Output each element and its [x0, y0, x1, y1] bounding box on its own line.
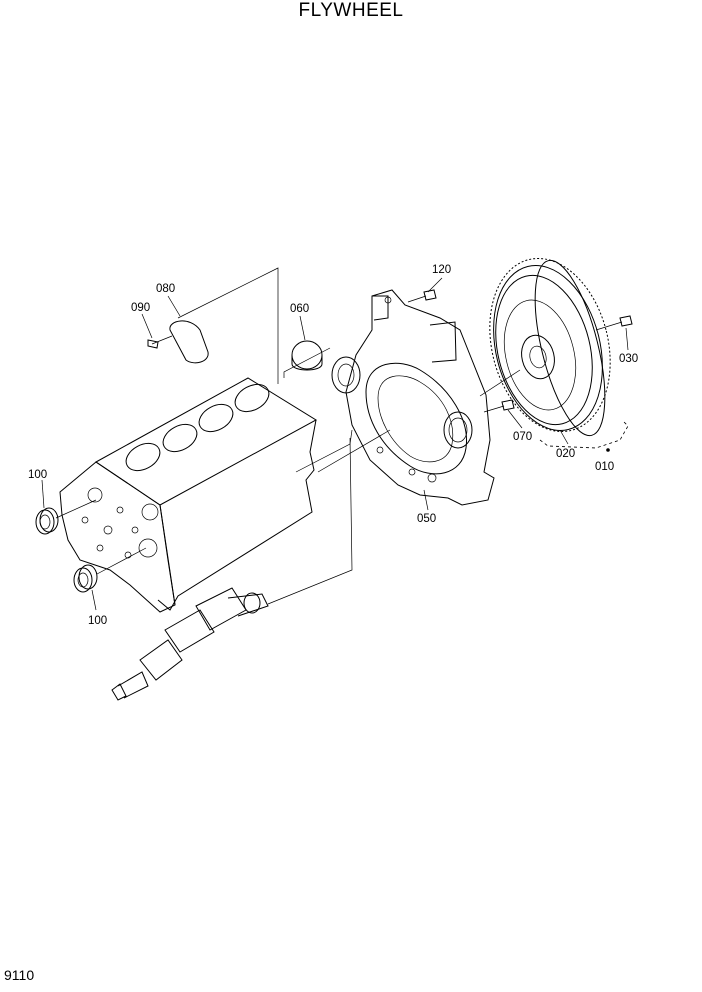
- page-title: FLYWHEEL: [298, 0, 404, 21]
- rear-seal: [73, 564, 98, 593]
- cover-bolt: [147, 335, 173, 349]
- top-housing-bolt: [407, 289, 437, 303]
- flywheel-housing: [331, 289, 495, 506]
- callout-100-rear: 100: [88, 615, 107, 627]
- callout-070: 070: [513, 431, 532, 443]
- callout-090: 090: [131, 302, 150, 314]
- flywheel: [489, 257, 611, 452]
- callout-leaders: [41, 277, 629, 611]
- callout-120: 120: [432, 264, 451, 276]
- callout-080: 080: [156, 283, 175, 295]
- flywheel-bolt: [595, 315, 633, 331]
- housing-bolt: [483, 399, 515, 413]
- callout-010: 010: [595, 461, 614, 473]
- callout-030: 030: [619, 353, 638, 365]
- housing-gasket: [291, 340, 323, 371]
- cover-plate: [169, 320, 209, 364]
- callout-020: 020: [556, 448, 575, 460]
- crankshaft: [111, 587, 269, 701]
- callout-050: 050: [417, 513, 436, 525]
- front-seal: [35, 507, 59, 535]
- callout-060: 060: [290, 303, 309, 315]
- engine-block: [59, 377, 317, 613]
- page-number: 9110: [4, 967, 35, 983]
- alignment-lines: [55, 267, 629, 605]
- callout-100-front: 100: [28, 469, 47, 481]
